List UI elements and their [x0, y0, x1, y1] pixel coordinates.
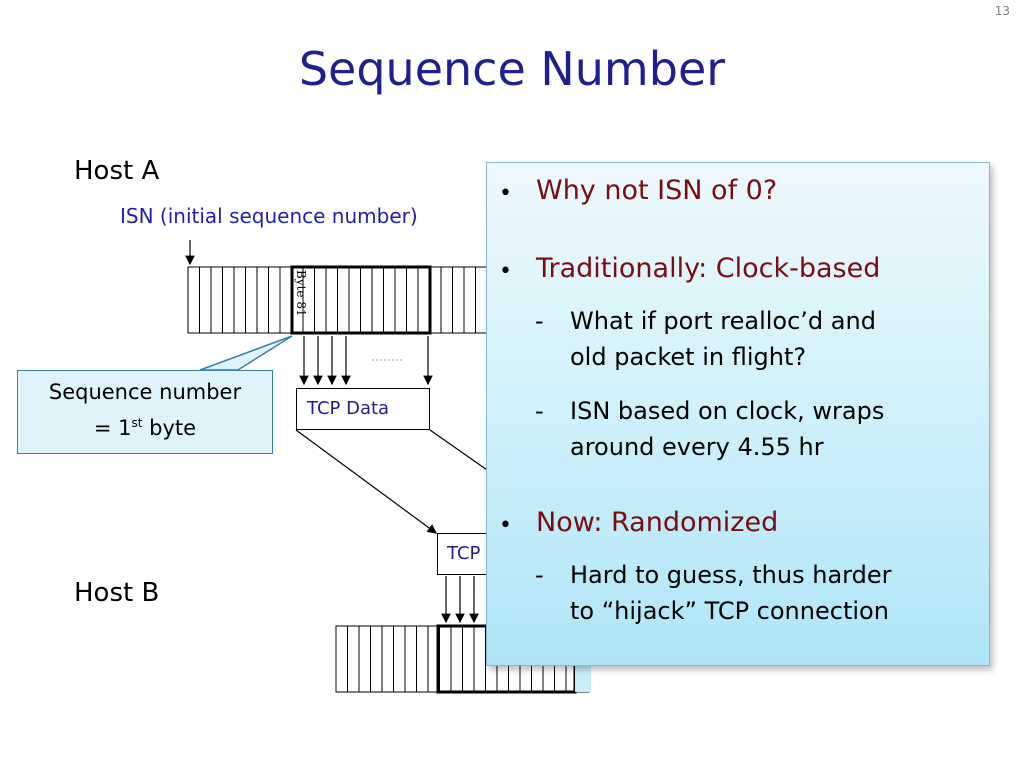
slide-title: Sequence Number — [298, 42, 726, 96]
sub-port-realloc-line1: What if port realloc’d and — [570, 307, 876, 335]
isn-explanation-panel: • Why not ISN of 0? • Traditionally: Clo… — [486, 162, 990, 666]
bullet-dot: • — [499, 181, 512, 206]
host-a-byte-cell — [452, 266, 465, 334]
host-a-byte-cell — [337, 266, 350, 334]
host-a-byte-cell — [371, 266, 384, 334]
host-a-byte-cell — [187, 266, 200, 334]
host-a-down-arrows — [299, 336, 433, 386]
sub-bullet-dash: - — [535, 397, 544, 425]
host-b-label: Host B — [74, 578, 160, 608]
host-a-segment-highlight — [290, 265, 432, 335]
bullet-clock-based: Traditionally: Clock-based — [536, 253, 881, 284]
diag-line-right — [429, 429, 491, 473]
host-b-byte-cell — [462, 625, 475, 693]
callout-line2-prefix: = 1 — [93, 416, 132, 440]
bullet-why-not-isn-zero: Why not ISN of 0? — [536, 175, 778, 206]
host-b-byte-cell — [404, 625, 417, 693]
isn-label: ISN (initial sequence number) — [120, 204, 418, 228]
host-a-byte-cell — [268, 266, 281, 334]
diag-arrow-left — [295, 429, 437, 534]
host-a-byte-cell — [245, 266, 258, 334]
slide-number: 13 — [994, 4, 1010, 18]
sub-port-realloc-line2: old packet in flight? — [570, 343, 807, 371]
host-a-byte-cell — [325, 266, 338, 334]
callout-pointer — [199, 335, 293, 371]
host-b-byte-cell — [439, 625, 452, 693]
sub-clock-wrap-line2: around every 4.55 hr — [570, 433, 824, 461]
host-b-byte-cell — [473, 625, 486, 693]
host-a-byte-cell — [394, 266, 407, 334]
host-b-byte-cell — [370, 625, 383, 693]
bullet-randomized: Now: Randomized — [536, 507, 779, 538]
host-b-byte-cell — [358, 625, 371, 693]
byte-81-label: Byte 81 — [294, 270, 308, 317]
host-b-byte-cell — [381, 625, 394, 693]
host-a-byte-cell — [256, 266, 269, 334]
host-a-byte-cell — [348, 266, 361, 334]
host-a-byte-cell — [314, 266, 327, 334]
host-b-byte-cell — [416, 625, 429, 693]
callout-line2-suffix: byte — [142, 416, 197, 440]
callout-line2: = 1st byte — [18, 408, 272, 444]
host-a-byte-cell — [383, 266, 396, 334]
host-a-byte-stream — [187, 266, 488, 334]
host-a-byte-cell — [417, 266, 430, 334]
host-a-byte-cell — [210, 266, 223, 334]
host-a-byte-cell — [279, 266, 292, 334]
host-a-byte-cell — [222, 266, 235, 334]
sub-hijack-line1: Hard to guess, thus harder — [570, 561, 892, 589]
sub-bullet-dash: - — [535, 561, 544, 589]
host-a-byte-cell — [406, 266, 419, 334]
callout-line2-sup: st — [131, 416, 143, 430]
callout-line1: Sequence number — [48, 380, 242, 404]
tcp-data-box-top: TCP Data — [296, 388, 430, 430]
host-a-byte-cell — [233, 266, 246, 334]
host-a-label: Host A — [74, 156, 160, 186]
tcp-data-box-bottom: TCP Data — [437, 533, 489, 575]
host-b-byte-cell — [347, 625, 360, 693]
host-a-byte-cell — [440, 266, 453, 334]
host-b-byte-cell — [450, 625, 463, 693]
host-b-byte-cell — [335, 625, 348, 693]
sub-clock-wrap-line1: ISN based on clock, wraps — [570, 397, 885, 425]
sub-hijack-line2: to “hijack” TCP connection — [570, 597, 889, 625]
host-a-byte-cell — [360, 266, 373, 334]
host-a-byte-cell — [463, 266, 476, 334]
sequence-number-callout: Sequence number = 1st byte — [17, 370, 273, 454]
sub-bullet-dash: - — [535, 307, 544, 335]
host-b-down-arrows — [441, 576, 479, 624]
bullet-dot: • — [499, 259, 512, 284]
host-b-byte-cell — [393, 625, 406, 693]
bullet-dot: • — [499, 513, 512, 538]
host-a-byte-cell — [199, 266, 212, 334]
